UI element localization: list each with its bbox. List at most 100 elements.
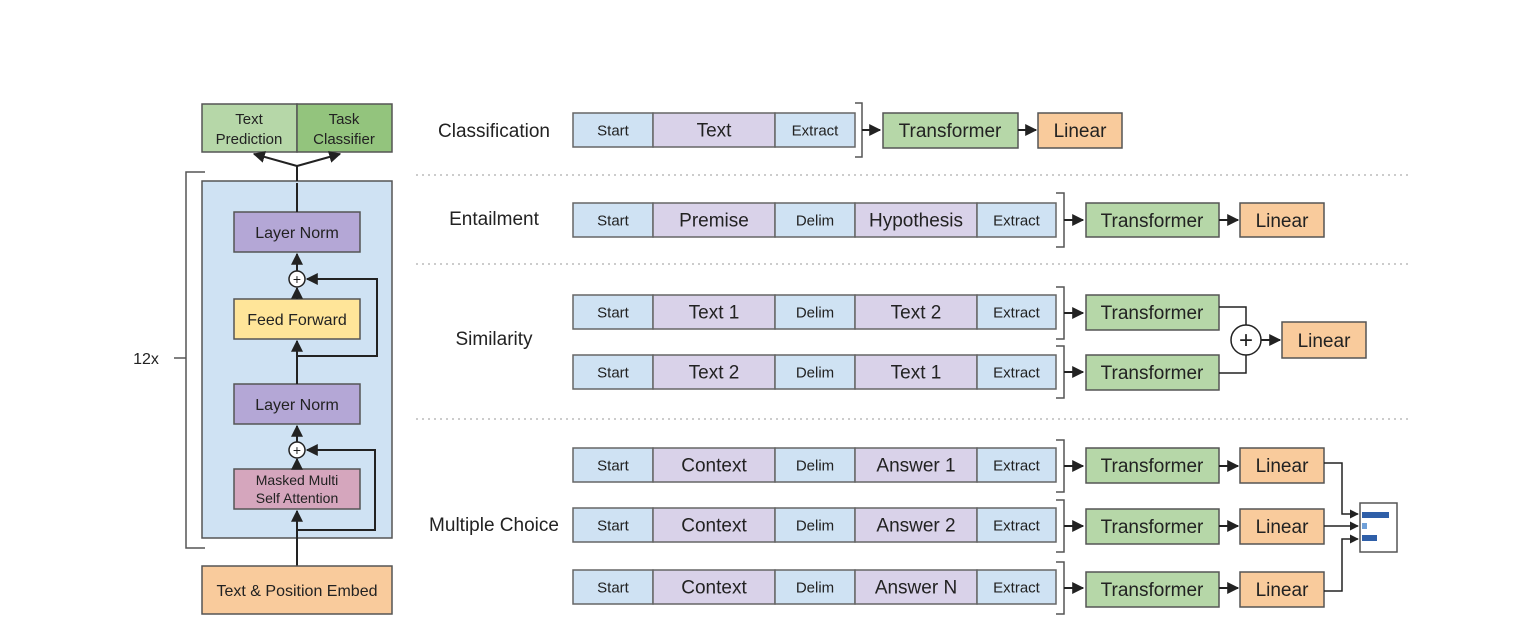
similarity-sum-symbol: + [1239,327,1253,354]
token-box [774,112,856,148]
task-label-multiple-choice: Multiple Choice [429,515,559,536]
task-classifier-head [296,103,393,153]
classification-linear-label: Linear [1054,121,1107,142]
layer-norm-bottom [233,383,361,425]
mc-linear-box-1 [1239,447,1325,484]
token-label: Start [597,212,630,229]
token-box [854,354,978,390]
token-label: Delim [796,212,834,229]
masked-attention-label-line1: Masked Multi [256,472,338,488]
mc-bracket-2 [1056,499,1065,553]
task-classifier-label-line2: Classifier [313,131,375,148]
similarity-transformer-box-1 [1085,294,1220,331]
token-label: Context [681,456,747,477]
mc-linear-label-3: Linear [1256,580,1309,601]
token-label: Extract [993,304,1041,321]
token-label: Text 2 [689,363,740,384]
mc-linear-box-2 [1239,508,1325,545]
token-label: Text 2 [891,303,942,324]
masked-attention-label-line2: Self Attention [256,490,339,506]
token-box [854,202,978,238]
token-box [652,354,776,390]
layer-norm-top-label: Layer Norm [255,225,339,242]
token-label: Start [597,517,630,534]
token-box [652,507,776,543]
token-label: Extract [993,517,1041,534]
token-label: Start [597,457,630,474]
entailment-transformer-label: Transformer [1101,211,1204,232]
feed-forward-label: Feed Forward [247,312,347,329]
token-box [774,294,856,330]
mc-transformer-label-3: Transformer [1101,580,1204,601]
text-position-embed-block [201,565,393,615]
token-label: Start [597,122,630,139]
token-label: Hypothesis [869,211,963,232]
token-box [572,202,654,238]
token-label: Text 1 [689,303,740,324]
token-box [774,569,856,605]
masked-self-attention-block [233,468,361,510]
mc-bracket-3 [1056,561,1065,615]
token-box [976,294,1057,330]
token-label: Delim [796,457,834,474]
mc-linear-label-2: Linear [1256,517,1309,538]
entailment-bracket [1056,192,1065,248]
mc-bracket-1 [1056,439,1065,493]
token-box [976,354,1057,390]
multiple-choice-sequence-3: Start Context Delim Answer N Extract [572,569,1057,605]
text-prediction-label-line1: Text [235,111,263,128]
token-box [976,507,1057,543]
token-label: Text 1 [891,363,942,384]
token-box [652,447,776,483]
token-box [854,569,978,605]
token-label: Extract [993,579,1041,596]
token-box [652,294,776,330]
token-label: Start [597,304,630,321]
token-box [572,447,654,483]
token-box [854,294,978,330]
similarity-bracket-1 [1056,286,1065,340]
entailment-linear-label: Linear [1256,211,1309,232]
entailment-transformer-box [1085,202,1220,238]
mc-transformer-label-2: Transformer [1101,517,1204,538]
mc-transformer-box-3 [1085,571,1220,608]
similarity-linear-box [1281,321,1367,359]
token-label: Delim [796,304,834,321]
token-box [976,202,1057,238]
token-label: Answer N [875,578,957,599]
token-label: Text [697,121,733,142]
residual-add-top-symbol: + [293,271,301,287]
token-label: Context [681,516,747,537]
text-prediction-head [201,103,298,153]
token-box [854,507,978,543]
token-label: Context [681,578,747,599]
text-position-embed-label: Text & Position Embed [217,583,378,600]
similarity-bracket-2 [1056,345,1065,399]
token-label: Answer 2 [876,516,955,537]
token-label: Premise [679,211,749,232]
entailment-linear-box [1239,202,1325,238]
token-box [774,202,856,238]
token-label: Delim [796,579,834,596]
token-box [976,447,1057,483]
classification-linear-box [1037,112,1123,149]
layer-norm-bottom-label: Layer Norm [255,397,339,414]
token-label: Start [597,579,630,596]
task-label-similarity: Similarity [455,329,533,350]
token-label: Answer 1 [876,456,955,477]
task-label-classification: Classification [438,121,550,142]
text-prediction-label-line2: Prediction [216,131,283,148]
residual-add-bottom-symbol: + [293,442,301,458]
similarity-transformer-box-2 [1085,354,1220,391]
token-label: Start [597,364,630,381]
similarity-sequence-1: Start Text 1 Delim Text 2 Extract [572,294,1057,330]
feed-forward-block [233,298,361,340]
task-label-entailment: Entailment [449,209,539,230]
similarity-transformer-label-2: Transformer [1101,363,1204,384]
